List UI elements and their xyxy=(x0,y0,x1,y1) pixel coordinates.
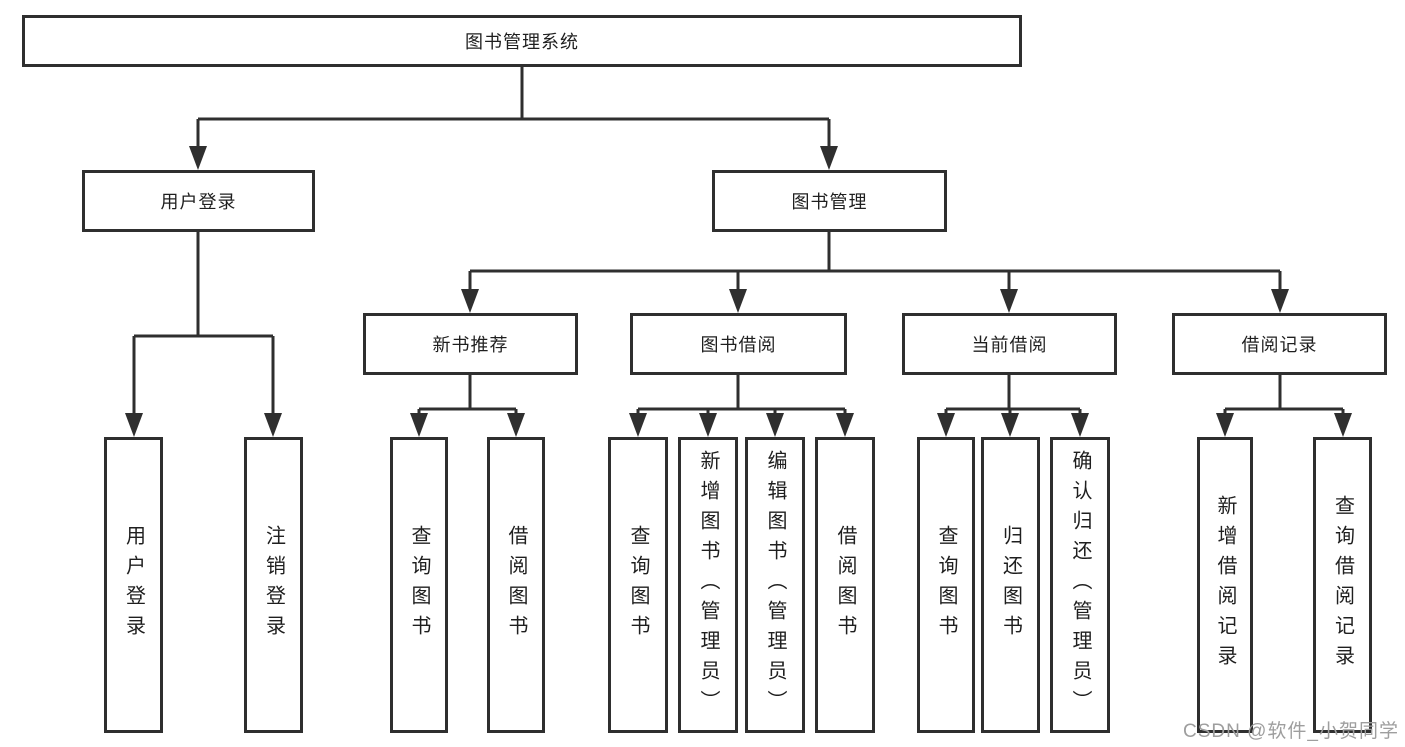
tree-edges xyxy=(132,67,1345,415)
node-label: 查询图书 xyxy=(627,525,649,645)
node-user-login: 用户登录 xyxy=(82,170,315,232)
node-leaf-query-books-2: 查询图书 xyxy=(608,437,668,733)
node-label: 当前借阅 xyxy=(971,335,1048,355)
node-leaf-query-borrow-record: 查询借阅记录 xyxy=(1313,437,1372,733)
arrowhead-down-icon xyxy=(1216,413,1234,437)
arrowhead-down-icon xyxy=(1001,413,1019,437)
node-label: 注销登录 xyxy=(262,525,285,645)
node-leaf-return-books: 归还图书 xyxy=(981,437,1040,733)
arrowhead-down-icon xyxy=(629,413,647,437)
node-label: 新书推荐 xyxy=(432,335,509,355)
node-label: 借阅记录 xyxy=(1241,335,1318,355)
node-label: 查询图书 xyxy=(935,525,957,645)
node-label: 归还图书 xyxy=(999,525,1022,645)
node-book-borrowing: 图书借阅 xyxy=(630,313,847,375)
node-label: 编辑图书（管理员） xyxy=(764,450,786,720)
arrowhead-down-icon xyxy=(1071,413,1089,437)
node-leaf-query-books-3: 查询图书 xyxy=(917,437,975,733)
arrowhead-down-icon xyxy=(699,413,717,437)
node-label: 查询图书 xyxy=(408,525,430,645)
node-label: 用户登录 xyxy=(122,525,145,645)
arrowhead-down-icon xyxy=(461,289,479,313)
arrowhead-down-icon xyxy=(507,413,525,437)
node-book-management: 图书管理 xyxy=(712,170,947,232)
csdn-watermark: CSDN @软件_小贺同学 xyxy=(1183,721,1399,742)
node-label: 确认归还（管理员） xyxy=(1069,450,1091,720)
node-label: 新增借阅记录 xyxy=(1214,495,1236,675)
arrowhead-down-icon xyxy=(125,413,143,437)
node-leaf-borrow-books-2: 借阅图书 xyxy=(815,437,875,733)
arrowhead-down-icon xyxy=(410,413,428,437)
node-leaf-query-books-1: 查询图书 xyxy=(390,437,448,733)
arrowhead-down-icon xyxy=(189,146,207,170)
node-label: 查询借阅记录 xyxy=(1331,495,1354,675)
node-label: 新增图书（管理员） xyxy=(697,450,719,720)
node-borrowing-records: 借阅记录 xyxy=(1172,313,1387,375)
node-leaf-edit-book-admin: 编辑图书（管理员） xyxy=(745,437,805,733)
node-leaf-logout: 注销登录 xyxy=(244,437,303,733)
node-current-borrowing: 当前借阅 xyxy=(902,313,1117,375)
arrowhead-down-icon xyxy=(937,413,955,437)
arrowhead-down-icon xyxy=(729,289,747,313)
arrowhead-down-icon xyxy=(264,413,282,437)
node-label: 用户登录 xyxy=(160,192,237,212)
node-label: 借阅图书 xyxy=(505,525,527,645)
node-leaf-add-borrow-record: 新增借阅记录 xyxy=(1197,437,1253,733)
node-new-book-recommendation: 新书推荐 xyxy=(363,313,578,375)
arrowhead-down-icon xyxy=(820,146,838,170)
arrowhead-down-icon xyxy=(836,413,854,437)
node-leaf-user-login: 用户登录 xyxy=(104,437,163,733)
node-label: 图书管理系统 xyxy=(465,32,579,52)
arrowhead-down-icon xyxy=(1334,413,1352,437)
arrowhead-down-icon xyxy=(766,413,784,437)
node-leaf-borrow-books-1: 借阅图书 xyxy=(487,437,545,733)
node-leaf-add-book-admin: 新增图书（管理员） xyxy=(678,437,738,733)
node-label: 图书管理 xyxy=(791,192,868,212)
arrowhead-down-icon xyxy=(1000,289,1018,313)
node-label: 图书借阅 xyxy=(700,335,777,355)
node-leaf-confirm-return-admin: 确认归还（管理员） xyxy=(1050,437,1110,733)
node-label: 借阅图书 xyxy=(834,525,856,645)
arrowhead-down-icon xyxy=(1271,289,1289,313)
node-library-management-system: 图书管理系统 xyxy=(22,15,1022,67)
